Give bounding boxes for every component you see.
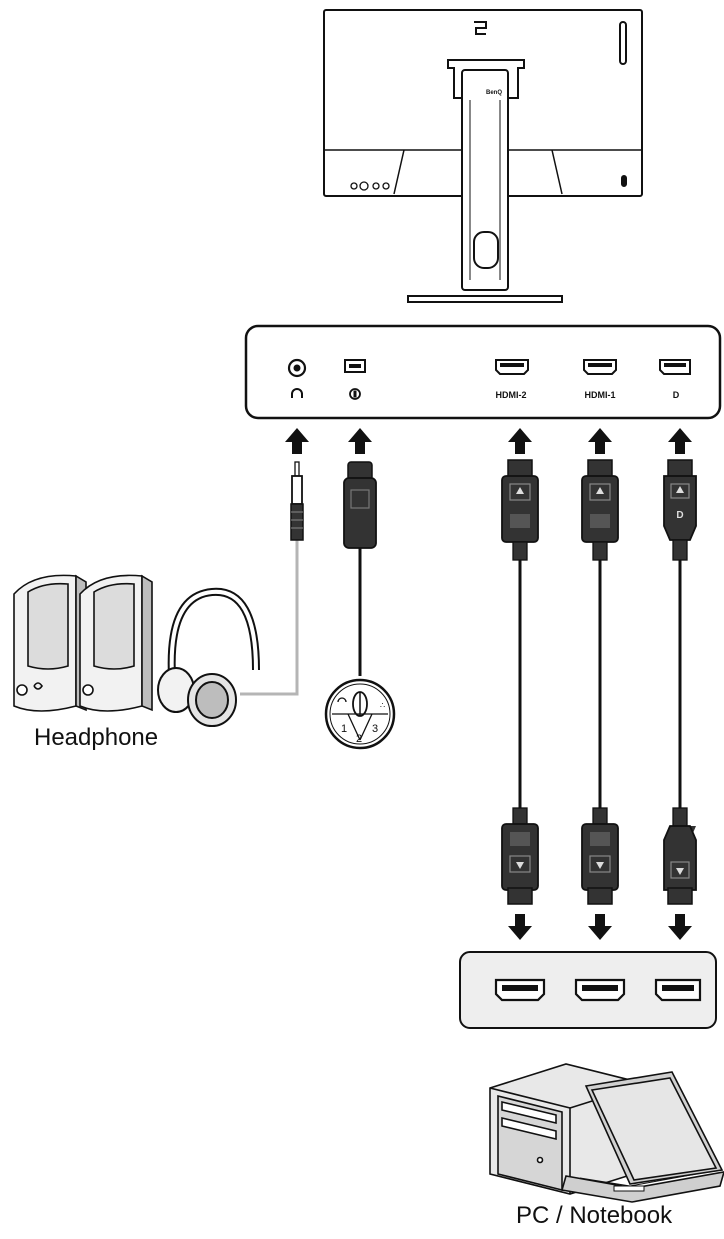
dp-plug-label: D [676, 510, 683, 521]
pc-hdmi-port-2 [574, 978, 626, 1002]
down-arrows [508, 914, 692, 940]
usb-cable [343, 461, 377, 676]
hdmi-2-label: HDMI-2 [496, 390, 527, 400]
arrow-up-icon [285, 428, 309, 454]
arrow-up-icon [348, 428, 372, 454]
headphone-icon [291, 388, 303, 398]
hdmi-1-label: HDMI-1 [585, 390, 616, 400]
displayport-port: D [659, 359, 691, 400]
arrow-down-icon [668, 914, 692, 940]
arrow-up-icon [508, 428, 532, 454]
pc-port-panel [459, 951, 717, 1029]
arrow-down-icon [588, 914, 612, 940]
svg-text:∴: ∴ [380, 701, 385, 710]
pc-hdmi-port-1 [494, 978, 546, 1002]
arrow-up-icon [668, 428, 692, 454]
audio-cable [240, 461, 304, 696]
pc-notebook-illustration [489, 1063, 724, 1203]
arrow-down-icon [508, 914, 532, 940]
pc-displayport-port [654, 978, 702, 1002]
hdmi-2-port: HDMI-2 [495, 359, 529, 400]
hdmi-1-port: HDMI-1 [583, 359, 617, 400]
controller-label-2: 2 [356, 733, 362, 745]
up-arrows [285, 428, 692, 454]
displayport-cable: D [663, 459, 697, 905]
hdmi-1-cable [581, 459, 619, 905]
monitor-port-panel: HDMI-2 HDMI-1 D [244, 324, 722, 420]
displayport-label: D [673, 390, 680, 400]
hdmi-2-cable [501, 459, 539, 905]
headphone-jack [287, 358, 307, 398]
arrow-up-icon [588, 428, 612, 454]
controller-label-3: 3 [372, 723, 378, 735]
brand-logo: BenQ [486, 90, 502, 96]
s-switch-controller: ∴ 1 2 3 [324, 678, 396, 750]
headphone-illustration [157, 587, 260, 727]
speakers-illustration [13, 574, 153, 712]
monitor-buttons [350, 181, 390, 191]
controller-label-1: 1 [341, 723, 347, 735]
pc-notebook-label: PC / Notebook [516, 1202, 673, 1229]
monitor-back: BenQ [323, 9, 643, 303]
usb-controller-port [344, 359, 366, 400]
headphone-label: Headphone [34, 724, 159, 751]
